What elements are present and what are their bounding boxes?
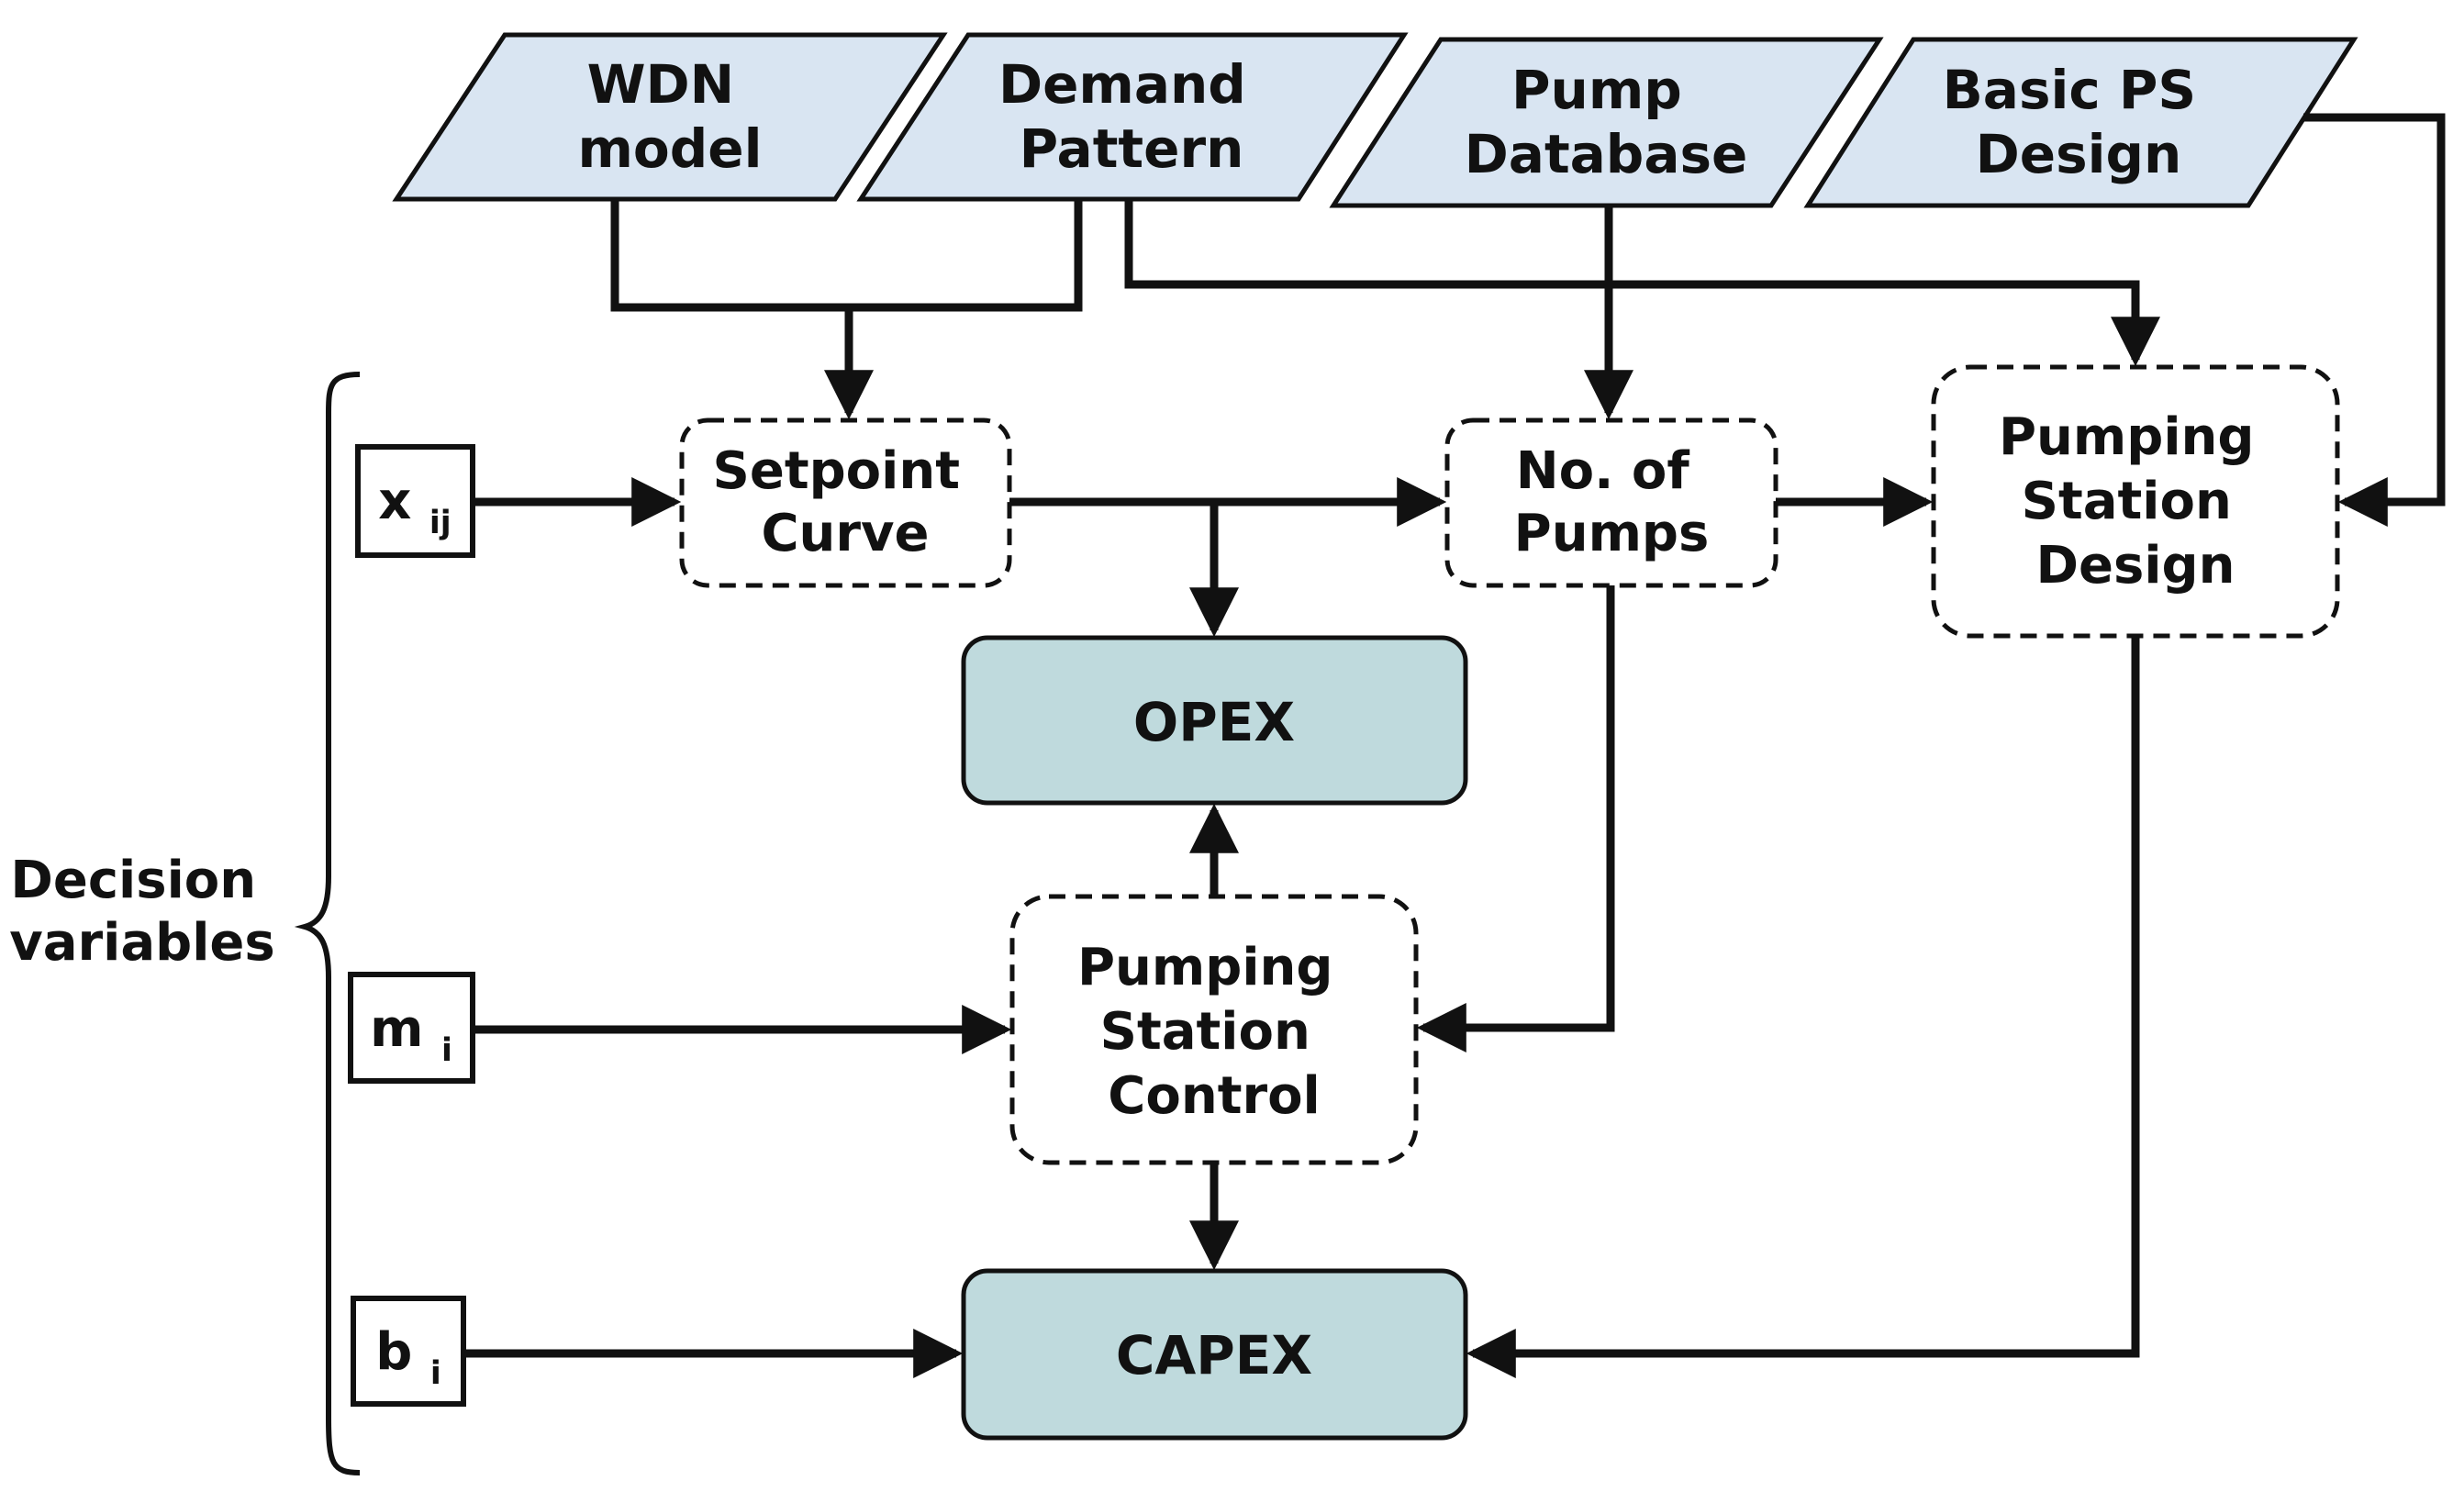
input-demand-pattern: Demand Pattern bbox=[856, 32, 1409, 202]
variable-m-subscript: i bbox=[441, 1032, 452, 1069]
variable-m-base: m bbox=[370, 999, 423, 1059]
pumping-station-control-line-2: Station bbox=[1100, 1002, 1310, 1062]
pumping-station-design-line-2: Station bbox=[2022, 472, 2232, 531]
process-pumping-station-design: Pumping Station Design bbox=[1931, 364, 2340, 639]
variable-m-i: m i bbox=[348, 972, 475, 1084]
arrow-ps-design-to-capex bbox=[1466, 636, 2140, 1378]
decision-variables-group: Decision variables x ij m i b i bbox=[9, 372, 475, 1475]
input-basic-ps-design: Basic PS Design bbox=[1803, 37, 2358, 208]
variable-x-base: x bbox=[378, 472, 411, 531]
setpoint-curve-line-1: Setpoint bbox=[713, 441, 960, 501]
setpoint-curve-line-2: Curve bbox=[761, 504, 929, 563]
arrow-basic-ps-to-ps-design bbox=[2303, 113, 2446, 527]
pump-database-line-1: Pump bbox=[1511, 59, 1682, 121]
arrow-no-of-pumps-to-ps-control bbox=[1416, 585, 1615, 1052]
output-capex: CAPEX bbox=[961, 1268, 1468, 1441]
opex-label: OPEX bbox=[1133, 691, 1295, 753]
basic-ps-design-shape bbox=[1803, 37, 2358, 208]
connector-wdn-to-setpoint bbox=[610, 199, 1083, 312]
svg-text:x ij: x ij bbox=[378, 472, 451, 541]
variable-b-subscript: i bbox=[430, 1355, 441, 1392]
svg-text:b i: b i bbox=[375, 1322, 441, 1392]
variable-x-ij: x ij bbox=[355, 444, 475, 558]
basic-ps-design-line-2: Design bbox=[1976, 123, 2182, 185]
variable-b-box bbox=[351, 1296, 466, 1407]
input-wdn-model: WDN model bbox=[392, 32, 948, 202]
no-of-pumps-line-2: Pumps bbox=[1514, 504, 1710, 563]
connectors bbox=[463, 113, 2446, 1378]
svg-text:Setpoint Curve: Setpoint Curve bbox=[713, 441, 978, 563]
pumping-station-design-line-3: Design bbox=[2036, 536, 2235, 596]
decision-variables-line-1: Decision bbox=[10, 851, 256, 910]
basic-ps-design-line-1: Basic PS bbox=[1943, 59, 2197, 121]
pumping-station-design-line-1: Pumping bbox=[1999, 407, 2255, 467]
process-setpoint-curve: Setpoint Curve bbox=[679, 418, 1012, 588]
pumping-station-control-line-1: Pumping bbox=[1077, 938, 1333, 997]
svg-text:WDN model: WDN model bbox=[577, 53, 762, 180]
svg-text:Decision variables: Decision variables bbox=[9, 851, 275, 973]
variable-x-subscript: ij bbox=[429, 505, 452, 541]
pump-database-line-2: Database bbox=[1465, 123, 1748, 185]
capex-box bbox=[961, 1268, 1468, 1441]
no-of-pumps-line-1: No. of bbox=[1516, 441, 1690, 501]
svg-text:m i: m i bbox=[370, 999, 452, 1069]
wdn-model-line-1: WDN bbox=[587, 53, 735, 116]
wdn-model-shape bbox=[392, 32, 948, 202]
decision-variables-line-2: variables bbox=[9, 913, 275, 973]
demand-pattern-line-1: Demand bbox=[998, 53, 1246, 116]
capex-label: CAPEX bbox=[1116, 1324, 1312, 1386]
demand-pattern-shape bbox=[856, 32, 1409, 202]
process-pumping-station-control: Pumping Station Control bbox=[1009, 894, 1419, 1165]
svg-text:Demand Pattern: Demand Pattern bbox=[998, 53, 1265, 180]
svg-text:Basic PS Design: Basic PS Design bbox=[1943, 59, 2215, 185]
demand-pattern-line-2: Pattern bbox=[1020, 117, 1244, 180]
opex-box bbox=[961, 635, 1468, 806]
wdn-model-line-2: model bbox=[577, 117, 762, 180]
arrow-demand-to-ps-design bbox=[1124, 199, 2160, 367]
variable-x-box bbox=[355, 444, 475, 558]
pumping-station-control-line-3: Control bbox=[1108, 1066, 1321, 1126]
variable-b-i: b i bbox=[351, 1296, 466, 1407]
svg-text:Pumping Station Co: Pumping Station Control bbox=[1077, 938, 1351, 1126]
svg-text:Pump Database: Pump Database bbox=[1465, 59, 1748, 185]
input-pump-database: Pump Database bbox=[1329, 37, 1884, 208]
process-no-of-pumps: No. of Pumps bbox=[1444, 418, 1778, 588]
output-opex: OPEX bbox=[961, 635, 1468, 806]
pump-database-shape bbox=[1329, 37, 1884, 208]
svg-text:Pumping Station De: Pumping Station Design bbox=[1999, 407, 2272, 596]
variable-b-base: b bbox=[375, 1322, 412, 1382]
decision-variables-brace bbox=[294, 372, 361, 1475]
svg-text:No. of Pumps: No. of Pumps bbox=[1514, 441, 1710, 563]
